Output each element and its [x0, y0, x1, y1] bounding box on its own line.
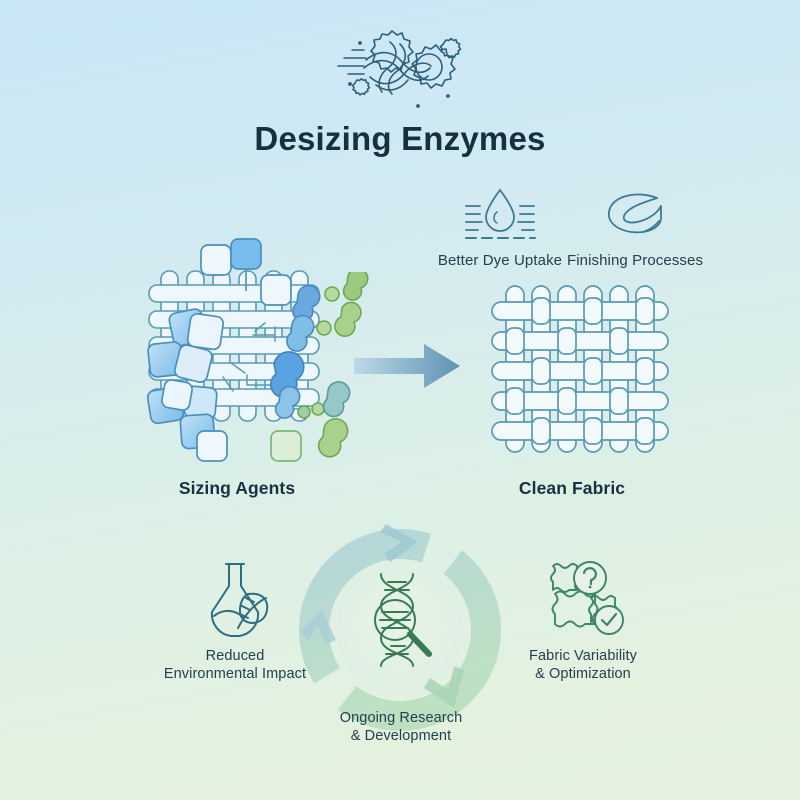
outcome-label-reduced-environmental-impact: Reduced Environmental Impact — [120, 648, 350, 683]
outcome-reduced-environmental-impact: Reduced Environmental Impact — [120, 558, 350, 683]
outcome-line-2: Environmental Impact — [163, 665, 307, 682]
fabric-swatch-curl-icon — [530, 186, 740, 246]
woven-fabric-with-sizing-icon — [135, 235, 365, 465]
outcome-line-1: Reduced — [205, 648, 265, 664]
outcome-label-ongoing-research-development: Ongoing Research & Development — [286, 710, 516, 745]
gears-thread-icon — [330, 22, 470, 114]
circular-arrows-icon — [278, 512, 523, 757]
water-droplet-icon — [395, 186, 605, 246]
fabric-swatches-question-check-icon — [468, 558, 698, 642]
feature-label-better-dye-uptake: Better Dye Uptake — [437, 252, 563, 269]
clean-woven-fabric-icon — [470, 268, 675, 468]
enzyme-molecules-icon — [262, 267, 392, 462]
outcome-ongoing-research-development: Ongoing Research & Development — [286, 710, 516, 745]
feature-label-finishing-processes: Finishing Processes — [566, 252, 704, 269]
outcome-fabric-variability-optimization: Fabric Variability & Optimization — [468, 558, 698, 683]
outcome-line-1: Fabric Variability — [529, 648, 637, 664]
right-arrow-icon — [352, 340, 462, 392]
outcome-label-fabric-variability-optimization: Fabric Variability & Optimization — [468, 648, 698, 683]
dna-magnifier-icon — [355, 570, 447, 670]
outcome-line-2: & Optimization — [535, 665, 631, 682]
feature-finishing-processes: Finishing Processes — [530, 186, 740, 270]
process-label-sizing-agents: Sizing Agents — [178, 478, 296, 498]
page-title: Desizing Enzymes — [254, 120, 546, 157]
outcome-line-2: & Development — [350, 727, 452, 744]
feature-better-dye-uptake: Better Dye Uptake — [395, 186, 605, 270]
flask-leaf-icon — [120, 558, 350, 642]
outcome-line-1: Ongoing Research — [339, 710, 463, 726]
process-label-clean-fabric: Clean Fabric — [518, 478, 626, 498]
